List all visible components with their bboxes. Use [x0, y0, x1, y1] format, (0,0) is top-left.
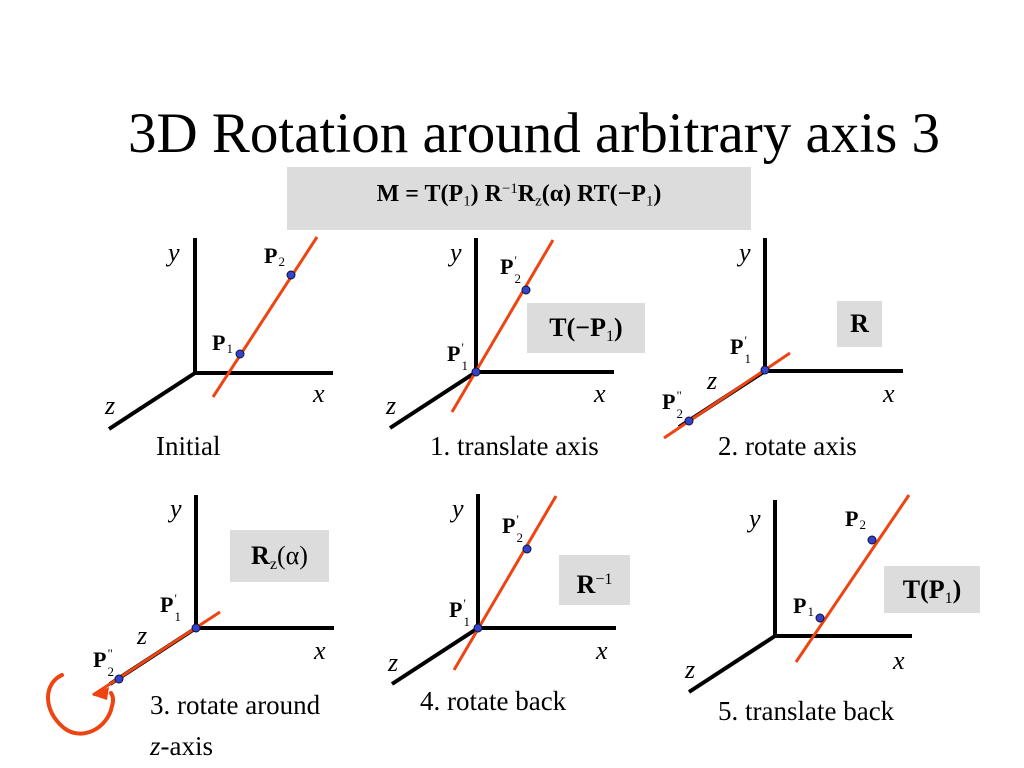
p2-label: P2 [845, 506, 866, 533]
point-p2-prime [522, 544, 532, 554]
point-p2-double-prime [114, 674, 124, 684]
slide-title: 3D Rotation around arbitrary axis 3 [127, 102, 941, 165]
rotation-axis-line [794, 494, 911, 663]
caption-translate-axis: 1. translate axis [430, 431, 599, 461]
point-p1 [235, 349, 245, 359]
x-axis-label: x [893, 646, 905, 675]
caption-z-axis: z-axis [150, 731, 213, 761]
rotation-arrowhead [92, 687, 109, 700]
caption-rotate-back: 4. rotate back [420, 686, 567, 716]
point-p1-prime [760, 365, 770, 375]
p2-label: P2 [264, 243, 285, 270]
p1-prime-label: P'1 [730, 333, 751, 366]
point-p1 [815, 613, 825, 623]
rotate-back-operator-box: R−1 [559, 555, 630, 605]
point-p2-prime [521, 285, 531, 295]
x-axis-label: x [314, 636, 326, 665]
caption-initial: Initial [156, 431, 221, 461]
x-axis-label: x [883, 379, 895, 408]
caption-translate-back: 5. translate back [718, 696, 895, 726]
point-p2 [286, 270, 296, 280]
panel-initial-graphic [107, 236, 333, 431]
z-axis-label: z [105, 391, 116, 420]
z-axis-label: z [388, 648, 399, 677]
p2-double-prime-label: P"2 [93, 646, 114, 679]
y-axis-label: y [739, 238, 751, 267]
p1-prime-label: P'1 [447, 340, 468, 373]
rotate-z-operator-box: Rz(α) [230, 530, 329, 582]
point-p1-prime [471, 367, 481, 377]
x-axis-label: x [596, 636, 608, 665]
z-axis [107, 371, 197, 431]
panel-rotate-around-z-graphic [46, 495, 334, 736]
y-axis-label: y [749, 504, 761, 533]
z-axis-label: z [386, 391, 397, 420]
z-axis-label: z [685, 655, 696, 684]
x-axis-label: x [594, 379, 606, 408]
y-axis-label: y [450, 238, 462, 267]
z-axis [388, 370, 478, 430]
formula-box: M = T(P1) R−1Rz(α) RT(−P1) [287, 167, 751, 230]
point-p1-prime [473, 623, 483, 633]
translate-back-operator-box: T(P1) [884, 566, 980, 613]
panel-translate-axis-graphic [388, 238, 614, 430]
y-axis-label: y [170, 494, 182, 523]
rotation-axis-line [450, 239, 555, 413]
rotation-axis-line [452, 495, 558, 671]
composite-matrix-formula: M = T(P1) R−1Rz(α) RT(−P1) [376, 181, 662, 210]
caption-rotate-around: 3. rotate around [150, 690, 321, 720]
z-axis-label: z [707, 366, 718, 395]
panel-rotate-back-graphic [390, 494, 616, 686]
rotation-axis-line [211, 236, 319, 398]
z-axis [390, 626, 480, 686]
p1-prime-label: P'1 [160, 591, 181, 624]
point-p1-prime [191, 623, 201, 633]
caption-rotate-axis: 2. rotate axis [718, 431, 857, 461]
panel-translate-back-graphic [687, 494, 912, 694]
p2-double-prime-label: P"2 [662, 388, 683, 421]
panel-rotate-axis-graphic [663, 238, 903, 440]
z-axis-label: z [137, 621, 148, 650]
rotation-axis-line [663, 351, 791, 440]
y-axis-label: y [168, 238, 180, 267]
p1-label: P1 [793, 593, 814, 620]
p1-label: P1 [212, 330, 233, 357]
point-p2 [867, 535, 877, 545]
point-p2-double-prime [684, 416, 694, 426]
y-axis-label: y [452, 494, 464, 523]
p1-prime-label: P'1 [449, 596, 470, 629]
p2-prime-label: P'2 [500, 253, 521, 286]
translate-operator-box: T(−P1) [527, 303, 645, 353]
rotation-arrow-icon [46, 673, 116, 736]
x-axis-label: x [313, 379, 325, 408]
p2-prime-label: P'2 [502, 512, 523, 545]
rotate-operator-box: R [837, 301, 882, 347]
z-axis [687, 634, 777, 694]
